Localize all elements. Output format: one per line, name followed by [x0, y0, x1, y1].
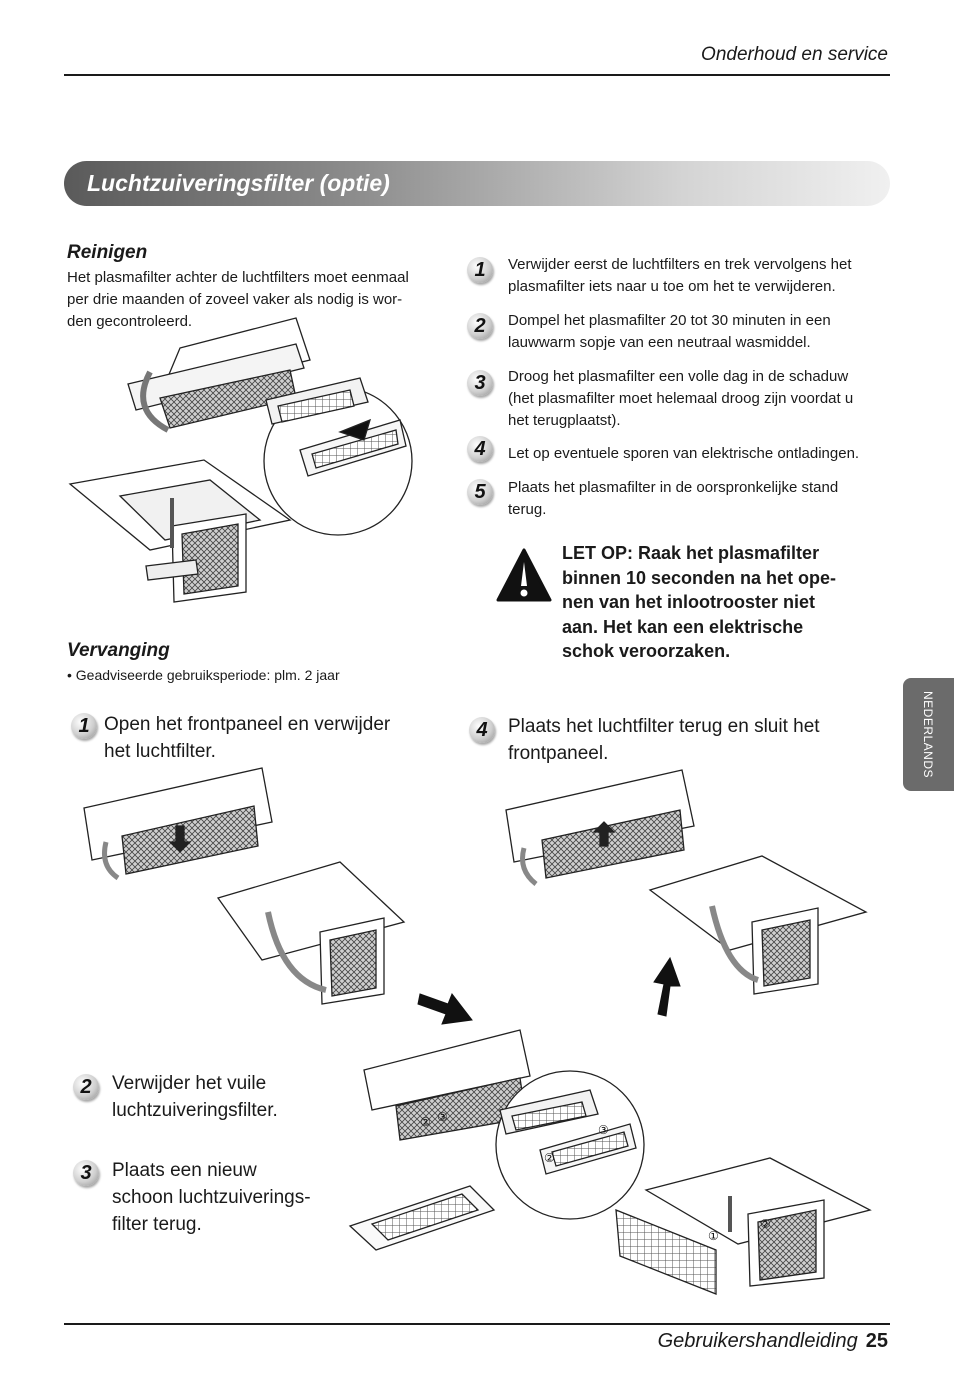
text-line: het terugplaatst).	[508, 412, 621, 429]
text-line: het luchtfilter.	[104, 741, 216, 762]
callout-number: ③	[598, 1123, 609, 1137]
section-title: Luchtzuiveringsfilter (optie)	[87, 170, 390, 196]
figure-replace-1	[83, 767, 406, 1005]
figure-clean-top	[127, 317, 311, 433]
step-badge: 3	[73, 1160, 99, 1186]
text-line: Plaats een nieuw	[112, 1160, 257, 1181]
text-line: schoon luchtzuiverings-	[112, 1187, 311, 1208]
text-line: Droog het plasmafilter een volle dag in …	[508, 368, 849, 385]
replace-step-2: Verwijder het vuile luchtzuiveringsfilte…	[112, 1070, 278, 1124]
step-badge: 1	[71, 713, 97, 739]
step-badge: 5	[467, 479, 493, 505]
warning-triangle-icon	[496, 548, 552, 602]
text-line: Verwijder eerst de luchtfilters en trek …	[508, 256, 852, 273]
text-line: Let op eventuele sporen van elektrische …	[508, 445, 860, 462]
footer: Gebruikershandleiding 25	[658, 1330, 888, 1353]
callout-number: ②	[420, 1115, 431, 1129]
step-badge: 4	[467, 436, 493, 462]
text-line: den gecontroleerd.	[67, 313, 193, 330]
text-line: Open het frontpaneel en verwijder	[104, 714, 391, 735]
flow-arrow-down-right	[417, 992, 473, 1025]
reinigen-paragraph: Het plasmafilter achter de luchtfilters …	[67, 267, 409, 333]
text-line: Plaats het plasmafilter in de oorspronke…	[508, 479, 839, 496]
text-line: LET OP: Raak het plasmafilter	[562, 543, 820, 563]
text-line: per drie maanden of zoveel vaker als nod…	[67, 291, 403, 308]
clean-step-5: Plaats het plasmafilter in de oorspronke…	[508, 477, 838, 521]
text-line: aan. Het kan een elektrische	[562, 616, 804, 637]
text-line: Plaats het luchtfilter terug en sluit he…	[508, 716, 820, 737]
text-line: nen van het inlootrooster niet	[562, 592, 816, 612]
text-line: frontpaneel.	[508, 743, 609, 764]
reinigen-heading: Reinigen	[67, 242, 148, 263]
figure-replace-4	[505, 769, 868, 995]
flow-arrow-up	[653, 956, 681, 1017]
text-line: schok veroorzaken.	[562, 641, 731, 661]
header-rule	[64, 74, 890, 76]
figure-clean-bottom	[68, 459, 292, 603]
callout-number: ②	[544, 1151, 555, 1165]
callout-number: ①	[708, 1229, 719, 1243]
clean-step-3: Droog het plasmafilter een volle dag in …	[508, 366, 853, 432]
step-badge: 2	[467, 313, 493, 339]
replace-step-4: Plaats het luchtfilter terug en sluit he…	[508, 713, 820, 767]
text-line: Verwijder het vuile	[112, 1073, 267, 1094]
language-tab-label: NEDERLANDS	[921, 691, 935, 779]
clean-step-1: Verwijder eerst de luchtfilters en trek …	[508, 254, 852, 298]
section-banner	[64, 161, 890, 206]
figure-clean-zoom	[263, 377, 413, 536]
text-line: plasmafilter iets naar u toe om het te v…	[508, 278, 836, 295]
figure-replace-2-3	[348, 1029, 645, 1251]
footer-title: Gebruikershandleiding	[657, 1330, 858, 1352]
text-line: Dompel het plasmafilter 20 tot 30 minute…	[508, 312, 831, 329]
text-line: Het plasmafilter achter de luchtfilters …	[67, 269, 409, 286]
page-number: 25	[865, 1330, 888, 1352]
step-badge: 2	[73, 1074, 99, 1100]
language-tab: NEDERLANDS	[903, 678, 954, 791]
text-line: lauwwarm sopje van een neutraal wasmidde…	[508, 334, 811, 351]
clean-step-4: Let op eventuele sporen van elektrische …	[508, 443, 859, 465]
callout-number: ②	[760, 1217, 771, 1231]
vervanging-heading: Vervanging	[67, 640, 170, 661]
text-line: terug.	[508, 501, 547, 518]
replace-step-1: Open het frontpaneel en verwijder het lu…	[104, 711, 390, 765]
figure-replace-bottom-right	[615, 1157, 872, 1295]
step-badge: 4	[469, 717, 495, 743]
step-badge: 1	[467, 257, 493, 283]
text-line: binnen 10 seconden na het ope-	[562, 567, 837, 588]
header-section-title: Onderhoud en service	[701, 44, 888, 65]
text-line: (het plasmafilter moet helemaal droog zi…	[508, 390, 854, 407]
warning-text: LET OP: Raak het plasmafilter binnen 10 …	[562, 541, 836, 664]
vervanging-note: • Geadviseerde gebruiksperiode: plm. 2 j…	[67, 667, 340, 683]
text-line: luchtzuiveringsfilter.	[112, 1100, 278, 1121]
footer-rule	[64, 1323, 890, 1325]
replace-step-3: Plaats een nieuw schoon luchtzuiverings-…	[112, 1157, 311, 1238]
step-badge: 3	[467, 370, 493, 396]
callout-number: ③	[437, 1110, 448, 1124]
text-line: filter terug.	[112, 1214, 202, 1235]
clean-step-2: Dompel het plasmafilter 20 tot 30 minute…	[508, 310, 831, 354]
